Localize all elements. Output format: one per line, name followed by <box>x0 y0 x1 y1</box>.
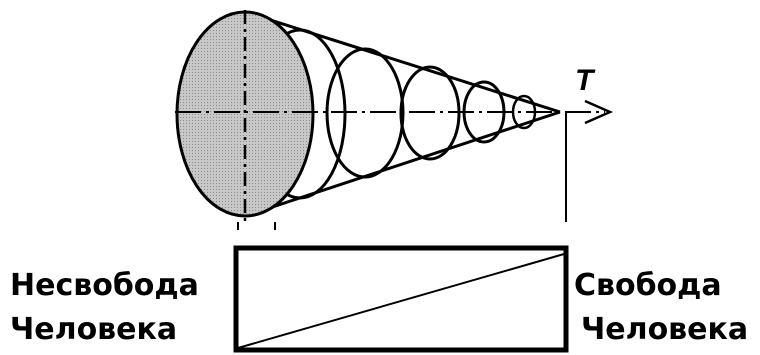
label-unfreedom-line2: Человека <box>10 310 177 350</box>
label-unfreedom-line1: Несвобода <box>10 266 199 306</box>
label-freedom-line2: Человека <box>581 310 748 350</box>
label-freedom-line1: Свобода <box>574 266 722 306</box>
axis-label-t: T <box>575 64 593 98</box>
